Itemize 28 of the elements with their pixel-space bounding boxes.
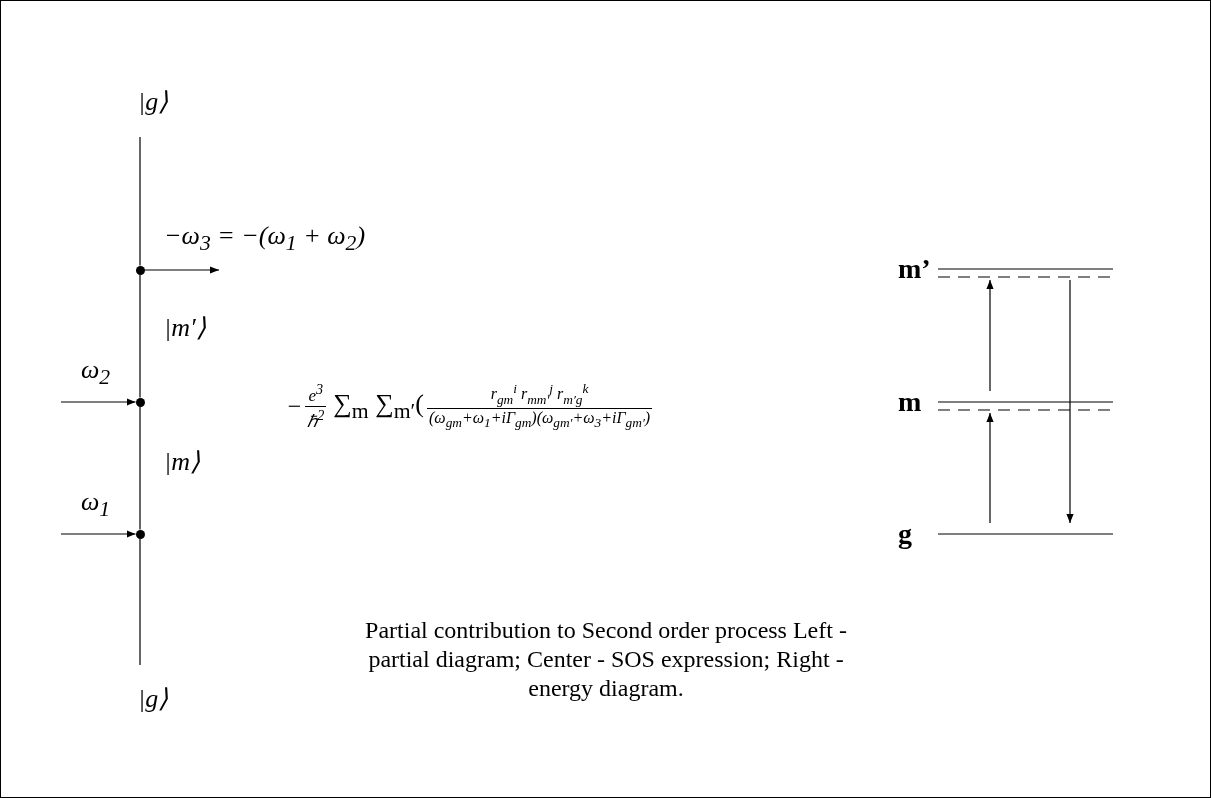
formula-text: e$^{3}$ (307, 381, 325, 406)
arrow (60, 530, 137, 538)
line (139, 273, 141, 399)
caption: Partial contribution to Second order process Left - partial diagram; Center - SOS expression; Right - energy diagram. (364, 616, 848, 703)
line (139, 405, 141, 531)
level-label: m (898, 391, 922, 413)
formula-text: ℏ$^{2}$ (305, 405, 327, 432)
level-label: m’ (898, 258, 931, 280)
edge-label: |m′⟩ (164, 313, 206, 343)
vertex-dot (135, 529, 145, 539)
line (139, 537, 141, 666)
edge-label: |m⟩ (164, 447, 200, 477)
arrow (60, 398, 137, 406)
edge-label: ω$_{1}$ (81, 487, 111, 524)
formula-text: ∑$_{m}$ ∑$_{m′}$( (333, 388, 424, 424)
arrow (986, 279, 994, 392)
edge-label: |g⟩ (138, 684, 169, 714)
edge-label: −ω$_{3}$ = −(ω$_{1}$ + ω$_{2}$) (164, 221, 366, 258)
edge-label: ω$_{2}$ (81, 355, 111, 392)
vertex-dot (135, 397, 145, 407)
arrow (986, 412, 994, 524)
arrow (143, 266, 220, 274)
edge-label: |g⟩ (138, 87, 169, 117)
arrow (1066, 279, 1074, 524)
vertex-dot (135, 265, 145, 275)
formula-text: − (286, 392, 303, 420)
line (139, 136, 141, 267)
formula-text: (ω$_{gm}$+ω$_{1}$+iΓ$_{gm}$)(ω$_{gm′}$+ω$_{3}$+iΓ$_{gm′}$) (427, 407, 653, 431)
